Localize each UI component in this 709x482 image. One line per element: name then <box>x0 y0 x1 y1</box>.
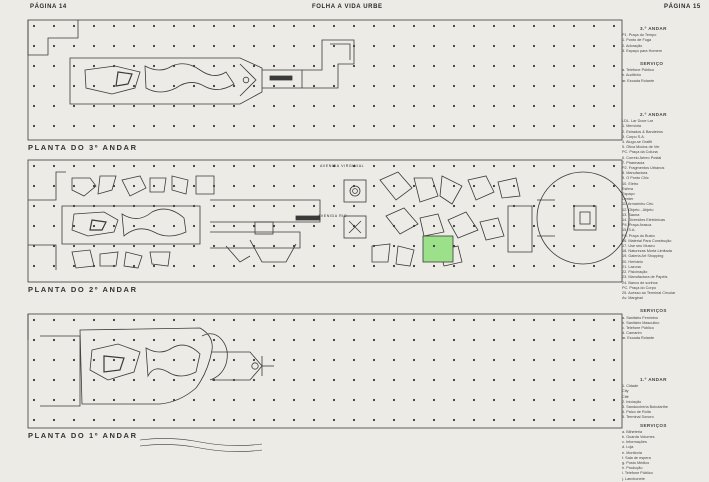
legend-item: 3. Corpo S.A. <box>622 134 645 139</box>
legend-item: 5. Terminal Sonoro <box>622 415 654 420</box>
legend-third-title: 3.º ANDAR <box>640 26 667 31</box>
page-number-right: PÁGINA 15 <box>664 4 701 10</box>
legend-item: 18. Naturezas Morta Limitada <box>622 249 672 254</box>
page-number-left: PÁGINA 14 <box>30 4 67 10</box>
legend-item: 23. Manufactura de Papéis <box>622 275 668 280</box>
legend-item: 14. Diversões Eletrônicas <box>622 218 666 223</box>
plan-third-hall <box>69 57 263 105</box>
legend-first-services-title: SERVIÇOS <box>640 422 667 428</box>
legend-service-item: b. Guarda Volumes <box>622 435 655 440</box>
legend-service-item: d. Loja <box>622 445 634 450</box>
legend-service-item: c. Telefone Público <box>622 325 654 330</box>
legend-item: 3. Sanduícheria Bobolarthe <box>622 405 669 410</box>
plan-third-label: PLANTA DO 3º ANDAR <box>28 143 138 152</box>
legend-item: Center <box>622 197 634 202</box>
legend-service-item: i. Telefone Público <box>622 471 653 476</box>
legend-service-item: b. Auditório <box>622 73 641 78</box>
legend-service-item: a. Telefone Público <box>622 68 655 73</box>
street-label-top: AVENIDA VIRGINIAL <box>320 164 365 168</box>
legend-item: 4. Palco de Rolla <box>622 410 651 415</box>
legend-item: Av. Marginal <box>622 296 643 301</box>
plan-third-floor <box>27 19 623 141</box>
legend-item: 1. Cidade <box>622 384 639 389</box>
plan-second-rotunda <box>536 171 630 265</box>
legend-item: PC. Praça da Coluna <box>622 150 658 155</box>
legend-service-item: h. Produção <box>622 466 643 471</box>
legend-item: 1. Ponto de Fuga <box>622 38 652 43</box>
legend-item: P4. Praça Arasca <box>622 223 652 228</box>
legend-service-item: ar. Escada Rolante <box>622 336 655 341</box>
legend-item: 6. Correio Aéreo Postal <box>622 155 662 160</box>
legend-service-item: b. Sanitário Masculino <box>622 320 660 325</box>
legend-service-item: j. Lanchonete <box>622 476 645 481</box>
legend-item: 24. Banco de sonhos <box>622 280 658 285</box>
legend-service-item: ar. Escada Rolante <box>622 78 655 83</box>
legend-item: 21. Lazona <box>622 264 641 269</box>
legend-third-services-title: SERVIÇO <box>640 61 664 67</box>
legend-item: P3. Praça do Busto <box>622 233 655 238</box>
legend-item: 11. Armarinho Céu <box>622 202 654 207</box>
legend-item: 3. Espaço para Homem <box>622 48 662 53</box>
legend-item: 16. Material Para Construção <box>622 238 672 243</box>
legend-second-services-title: SERVIÇOS <box>640 308 667 314</box>
legend-item: Cité <box>622 394 629 399</box>
plan-second-highlighted-room <box>422 235 454 263</box>
legend-item: 1. Memória <box>622 124 641 129</box>
legend-item: LDL. Lar Doce Lar <box>622 119 654 124</box>
legend-item: 10. Eletro <box>622 181 639 186</box>
legend-item: 2. Adoração <box>622 43 643 48</box>
plan-second-label: PLANTA DO 2º ANDAR <box>28 285 138 294</box>
legend-item: Espaço <box>622 192 635 197</box>
newspaper-title: FOLHA A VIDA URBE <box>312 4 383 10</box>
legend-item: 12. Objeto - Abjeto <box>622 207 654 212</box>
plan-second-outline <box>27 159 623 283</box>
legend-service-item: a. Bilheteria <box>622 429 643 434</box>
legend-item: 22. Fisicinação <box>622 270 648 275</box>
legend-item: 5. Ótica Modos de Ver <box>622 145 660 150</box>
legend-item: 8. Manufactura <box>622 171 648 176</box>
column-grid <box>32 24 616 422</box>
legend-item: 13. Sauna <box>622 212 640 217</box>
legend-second-title: 2.º ANDAR <box>640 112 667 117</box>
legend-item: 25. Acesso ao Terminal Circular <box>622 290 676 295</box>
legend-item: 17. Use seu Museu <box>622 244 655 249</box>
legend-item: 4. Alugo-se Grafiti <box>622 140 653 145</box>
legend-item: 7. Pharmacia <box>622 160 645 165</box>
legend-item: 2. Estrados & Bandeiros <box>622 129 663 134</box>
legend-item: 15. S.A. <box>622 228 636 233</box>
plan-first-label: PLANTA DO 1º ANDAR <box>28 431 138 440</box>
legend-item: P2. Fragmentos Urbanos <box>622 166 665 171</box>
legend-service-item: d. Camarim <box>622 331 642 336</box>
legend-item: PC. Praça do Corpo <box>622 285 656 290</box>
plan-third-outline <box>27 19 623 141</box>
legend-service-item: c. Informações <box>622 440 647 445</box>
legend-item: P1. Praça do Tempo <box>622 33 657 38</box>
legend-first-title: 1.º ANDAR <box>640 377 667 382</box>
legend-item: City <box>622 389 629 394</box>
legend-service-item: f. Sala de espera <box>622 455 651 460</box>
legend-item: 20. Herbário <box>622 259 643 264</box>
legend-item: Esfera <box>622 186 633 191</box>
legend-item: 2. Iniciação <box>622 399 642 404</box>
plan-first-hall <box>79 327 213 405</box>
legend-service-item: e. Monitoria <box>622 450 642 455</box>
legend-service-item: a. Sanitário Feminino <box>622 315 658 320</box>
legend-item: 9. O Ponto Chic <box>622 176 649 181</box>
plan-first-floor <box>27 313 623 452</box>
legend-item: 19. Galeria Art Shopping <box>622 254 664 259</box>
legend-service-item: g. Posto Médico <box>622 461 650 466</box>
street-label-mid: AVENIDA RIO <box>318 214 348 218</box>
plan-first-outline <box>27 313 623 429</box>
plan-second-floor <box>27 159 630 283</box>
